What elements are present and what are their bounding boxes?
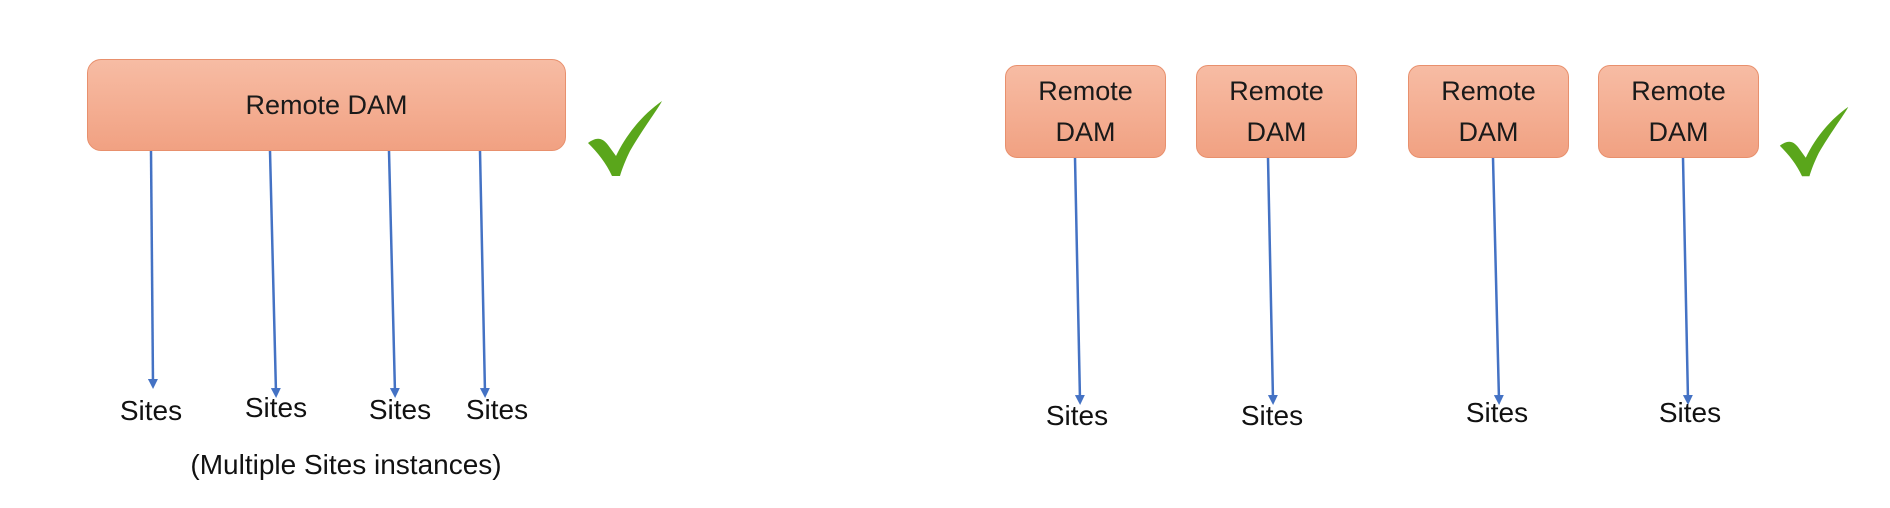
remote-dam-box: Remote DAM [87, 59, 566, 151]
arrow-right-4 [1681, 157, 1693, 405]
arrow-right-3 [1491, 157, 1504, 405]
arrow-left-2 [268, 150, 281, 398]
arrow-left-1 [147, 150, 158, 389]
arrow-right-2 [1266, 157, 1278, 405]
checkmark-icon [1779, 106, 1849, 177]
remote-dam-box: Remote DAM [1005, 65, 1166, 158]
sites-label: Sites [368, 394, 432, 425]
remote-dam-box: Remote DAM [1408, 65, 1569, 158]
remote-dam-box: Remote DAM [1196, 65, 1357, 158]
sites-label: Sites [119, 395, 183, 426]
sites-label: Sites [1465, 397, 1529, 428]
multiple-sites-caption: (Multiple Sites instances) [190, 449, 502, 480]
arrow-left-4 [478, 150, 490, 398]
sites-label: Sites [1658, 397, 1722, 428]
sites-label: Sites [465, 394, 529, 425]
sites-label: Sites [1240, 400, 1304, 431]
arrow-left-3 [387, 150, 400, 398]
sites-label: Sites [244, 392, 308, 423]
remote-dam-box: Remote DAM [1598, 65, 1759, 158]
sites-label: Sites [1045, 400, 1109, 431]
arrow-right-1 [1073, 157, 1085, 405]
checkmark-icon [588, 101, 662, 176]
